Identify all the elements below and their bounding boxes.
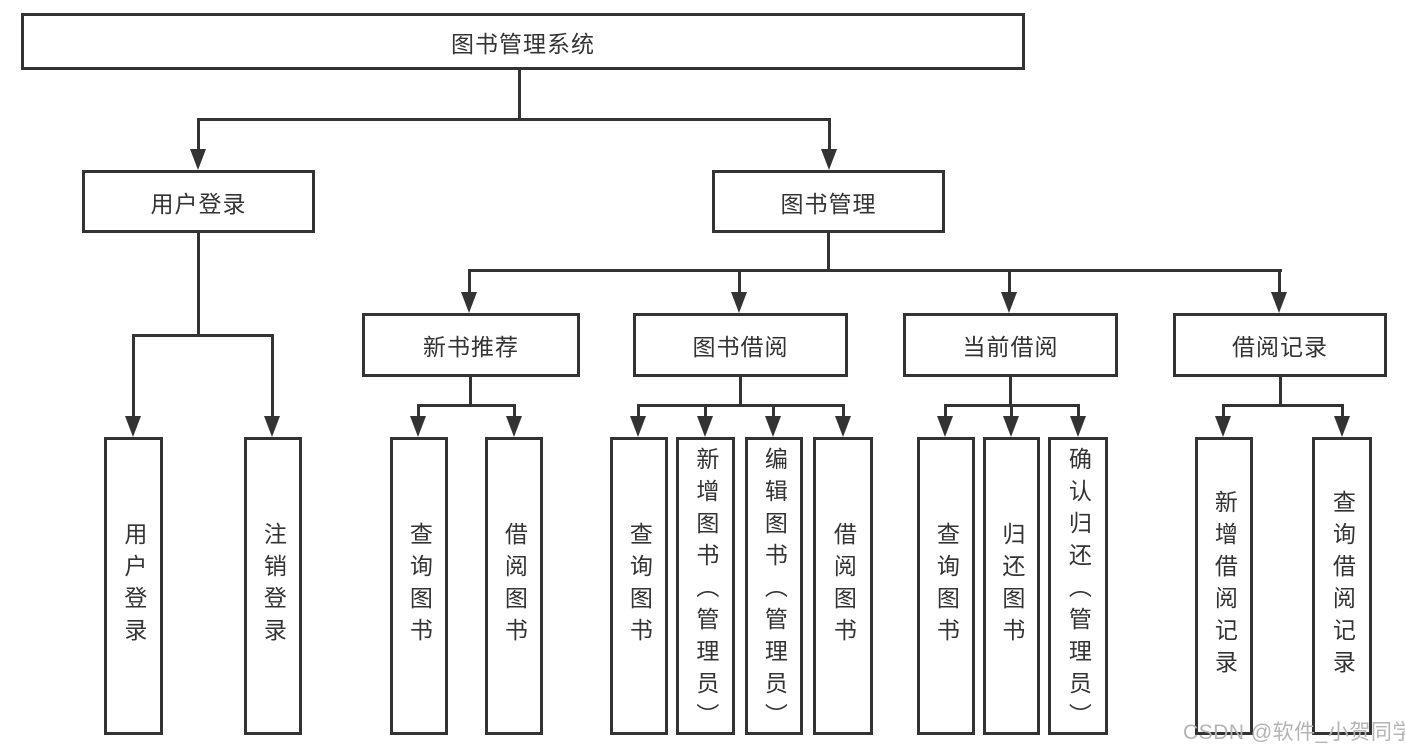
connector-line <box>132 334 135 419</box>
connector-line <box>468 269 1282 272</box>
connector-line <box>469 375 472 407</box>
connector-line <box>271 334 274 419</box>
leaf-borrow-books-recommend: 借阅图书 <box>485 437 543 735</box>
node-label: 当前借阅 <box>962 334 1059 360</box>
leaf-user-login: 用户登录 <box>104 437 163 735</box>
leaf-query-books-current: 查询图书 <box>917 437 975 735</box>
connector-line <box>1009 375 1012 407</box>
connector-line <box>1008 269 1011 297</box>
node-label: 用户登录 <box>150 190 247 217</box>
leaf-query-books-borrow: 查询图书 <box>610 437 668 735</box>
arrow-down-icon <box>821 149 837 170</box>
node-book-borrow: 图书借阅 <box>633 313 848 377</box>
node-current-borrow: 当前借阅 <box>903 313 1118 377</box>
arrow-down-icon <box>1215 416 1231 437</box>
arrow-down-icon <box>765 416 781 437</box>
arrow-down-icon <box>1271 292 1287 313</box>
connector-line <box>1278 269 1281 297</box>
arrow-down-icon <box>731 292 747 313</box>
connector-line <box>1010 404 1013 419</box>
connector-line <box>132 334 274 337</box>
leaf-add-borrow-record: 新增借阅记录 <box>1195 437 1253 735</box>
leaf-label: 查询图书 <box>933 522 960 650</box>
leaf-label: 借阅图书 <box>830 522 857 650</box>
connector-line <box>417 404 516 407</box>
connector-line <box>738 269 741 297</box>
connector-line <box>1341 404 1344 419</box>
leaf-add-books-admin: 新增图书（管理员） <box>676 437 735 735</box>
leaf-label: 查询借阅记录 <box>1329 490 1356 682</box>
leaf-label: 新增图书（管理员） <box>692 447 719 735</box>
leaf-query-borrow-record: 查询借阅记录 <box>1312 437 1372 735</box>
connector-line <box>704 404 707 419</box>
connector-line <box>1222 404 1225 419</box>
node-library-management-system: 图书管理系统 <box>21 13 1025 70</box>
leaf-label: 确认归还（管理员） <box>1065 447 1092 735</box>
arrow-down-icon <box>1334 416 1350 437</box>
arrow-down-icon <box>1001 292 1017 313</box>
leaf-return-books: 归还图书 <box>983 437 1040 735</box>
node-label: 新书推荐 <box>423 334 519 360</box>
leaf-label: 编辑图书（管理员） <box>761 447 788 735</box>
connector-line <box>468 269 471 297</box>
arrow-down-icon <box>410 416 426 437</box>
leaf-borrow-books: 借阅图书 <box>813 437 873 735</box>
arrow-down-icon <box>1003 416 1019 437</box>
arrow-down-icon <box>1070 416 1086 437</box>
arrow-down-icon <box>190 149 206 170</box>
connector-line <box>417 404 420 419</box>
arrow-down-icon <box>264 416 280 437</box>
connector-line <box>1222 404 1344 407</box>
connector-line <box>513 404 516 419</box>
leaf-edit-books-admin: 编辑图书（管理员） <box>745 437 803 735</box>
connector-line <box>842 404 845 419</box>
node-book-management: 图书管理 <box>712 170 945 233</box>
connector-line <box>518 68 521 121</box>
connector-line <box>944 404 947 419</box>
leaf-label: 注销登录 <box>260 522 287 650</box>
arrow-down-icon <box>937 416 953 437</box>
node-label: 图书借阅 <box>692 334 789 360</box>
node-user-login: 用户登录 <box>82 170 315 233</box>
leaf-label: 借阅图书 <box>501 522 528 650</box>
arrow-down-icon <box>835 416 851 437</box>
connector-line <box>197 231 200 337</box>
node-new-book-recommend: 新书推荐 <box>362 313 580 377</box>
node-label: 图书管理系统 <box>451 30 595 57</box>
node-label: 借阅记录 <box>1232 334 1328 360</box>
arrow-down-icon <box>125 416 141 437</box>
arrow-down-icon <box>506 416 522 437</box>
connector-line <box>828 118 831 154</box>
connector-line <box>1077 404 1080 419</box>
leaf-label: 查询图书 <box>626 522 653 650</box>
leaf-label: 新增借阅记录 <box>1211 490 1238 682</box>
connector-line <box>197 118 831 121</box>
connector-line <box>739 375 742 407</box>
node-label: 图书管理 <box>780 190 877 217</box>
arrow-down-icon <box>630 416 646 437</box>
connector-line <box>197 118 200 154</box>
leaf-confirm-return-admin: 确认归还（管理员） <box>1048 437 1108 735</box>
connector-line <box>772 404 775 419</box>
csdn-watermark: CSDN @软件_小贺同学 <box>1183 721 1405 744</box>
connector-line <box>637 404 640 419</box>
leaf-logout: 注销登录 <box>244 437 302 735</box>
connector-line <box>827 231 830 272</box>
arrow-down-icon <box>697 416 713 437</box>
leaf-label: 查询图书 <box>406 522 433 650</box>
leaf-query-books-recommend: 查询图书 <box>390 437 448 735</box>
connector-line <box>1279 375 1282 407</box>
node-borrow-records: 借阅记录 <box>1173 313 1387 377</box>
arrow-down-icon <box>461 292 477 313</box>
leaf-label: 用户登录 <box>120 522 147 650</box>
leaf-label: 归还图书 <box>998 522 1025 650</box>
connector-line <box>637 404 845 407</box>
